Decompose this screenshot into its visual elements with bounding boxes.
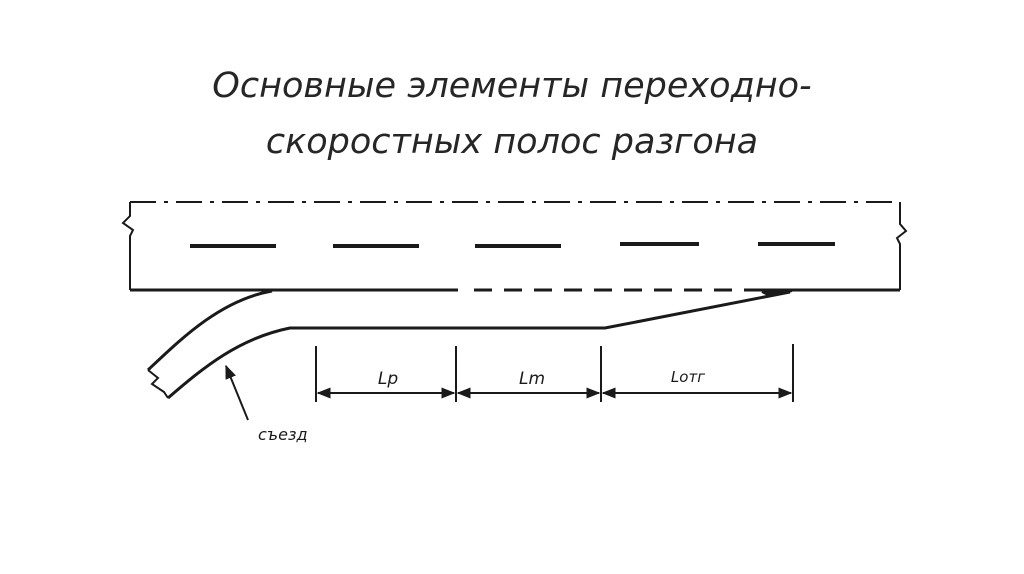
acceleration-lane [167,290,793,400]
acceleration-lane-outer-edge [167,290,791,400]
dimension-lines [315,344,794,402]
label-lm: Lm [519,369,545,389]
label-lotg: Lотг [671,368,705,386]
road-left-break [121,202,135,290]
label-lp: Lp [378,369,398,389]
ramp-callout-arrow [225,364,249,421]
slide-title: Основные элементы переходно- скоростных … [0,58,1024,170]
lane-center-dashes [190,242,835,248]
slide-title-line-1: Основные элементы переходно- [212,66,812,106]
slide-title-line-2: скоростных полос разгона [265,122,759,162]
main-road [121,201,908,292]
ramp-inner-edge [146,289,273,372]
taper-merge-point [761,290,793,298]
exit-ramp [146,289,273,399]
label-ramp: съезд [258,425,308,444]
road-right-break [895,202,908,290]
ramp-break [147,369,169,399]
